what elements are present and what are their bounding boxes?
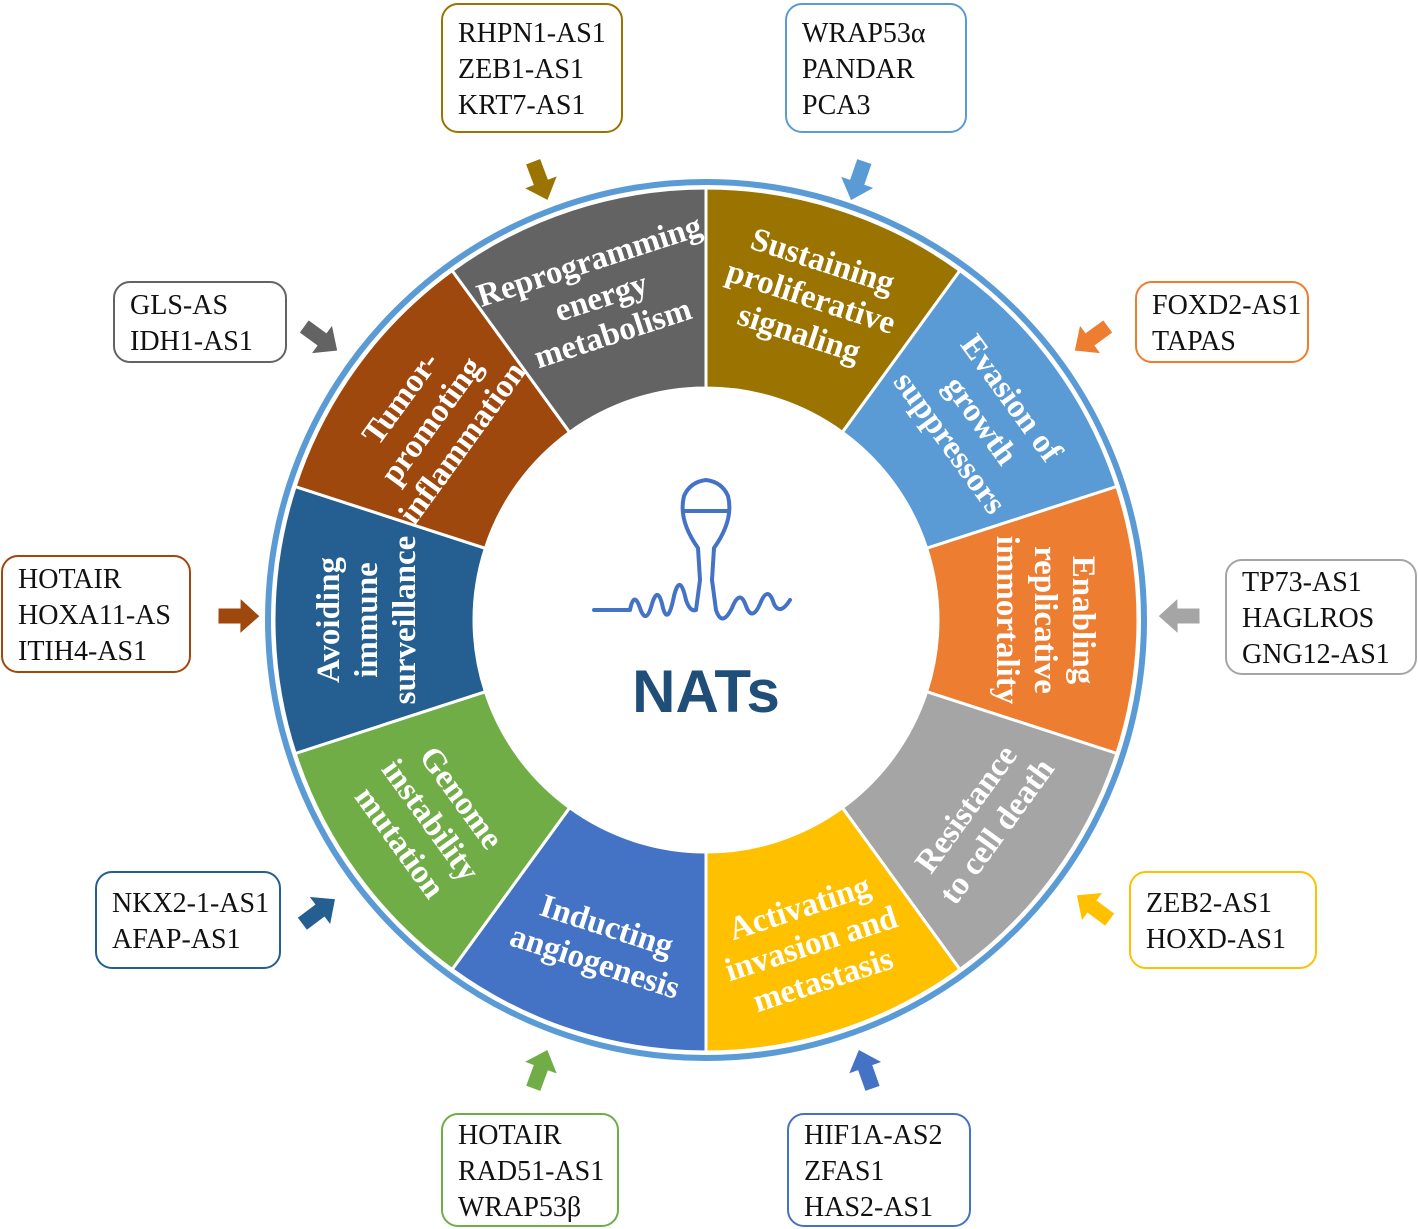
arrow-icon — [298, 319, 339, 355]
gene-name: HIF1A-AS2 — [804, 1120, 942, 1151]
gene-box-immortality — [1135, 281, 1309, 363]
arrow-icon — [296, 895, 337, 932]
rna-hairpin-icon — [592, 478, 792, 621]
gene-name: TAPAS — [1152, 326, 1236, 357]
gene-box-immune — [95, 871, 281, 969]
gene-name: ZEB2-AS1 — [1146, 888, 1272, 919]
gene-name: ZFAS1 — [804, 1156, 884, 1187]
segment-label-line: Avoiding — [311, 557, 347, 683]
gene-box-inflammation — [1, 555, 191, 673]
gene-name: WRAP53α — [802, 18, 926, 49]
arrow-icon — [839, 157, 876, 202]
gene-name: KRT7-AS1 — [458, 90, 585, 121]
outer-ring — [265, 179, 1147, 1061]
gene-name: HAGLROS — [1242, 603, 1374, 634]
gene-box-evasion — [785, 3, 967, 133]
arrow-icon — [217, 596, 261, 636]
gene-name: WRAP53β — [458, 1192, 581, 1223]
segment-label-line: surveillance — [387, 536, 423, 705]
gene-name: ZEB1-AS1 — [458, 54, 584, 85]
gene-name: NKX2-1-AS1 — [112, 888, 269, 919]
segment-label-line: immune — [349, 562, 385, 678]
arrow-icon — [847, 1048, 884, 1093]
arrow-icon — [1073, 319, 1114, 355]
gene-name: ITIH4-AS1 — [18, 636, 147, 667]
gene-box-resistance — [1225, 559, 1417, 675]
gene-name: IDH1-AS1 — [130, 326, 253, 357]
gene-box-sustaining — [441, 3, 623, 133]
gene-name: HOTAIR — [458, 1120, 562, 1151]
gene-name: GNG12-AS1 — [1242, 639, 1390, 670]
gene-name: HAS2-AS1 — [804, 1192, 933, 1223]
gene-name: RAD51-AS1 — [458, 1156, 604, 1187]
gene-name: HOTAIR — [18, 564, 122, 595]
gene-box-angiogenesis — [787, 1113, 971, 1227]
arrow-icon — [1157, 596, 1201, 636]
gene-name: PCA3 — [802, 90, 870, 121]
segment-label-line: replicative — [1027, 546, 1063, 694]
gene-box-genome — [441, 1113, 619, 1227]
segment-label-line: immortality — [989, 536, 1025, 705]
arrow-icon — [522, 157, 559, 202]
arrow-icon — [1075, 891, 1116, 928]
gene-name: HOXA11-AS — [18, 600, 171, 631]
gene-name: FOXD2-AS1 — [1152, 290, 1301, 321]
gene-name: PANDAR — [802, 54, 915, 85]
center-disc — [474, 388, 938, 852]
gene-name: HOXD-AS1 — [1146, 924, 1286, 955]
center-title: NATs — [632, 658, 780, 725]
gene-name: GLS-AS — [130, 290, 228, 321]
gene-name: RHPN1-AS1 — [458, 18, 606, 49]
gene-name: TP73-AS1 — [1242, 567, 1362, 598]
arrow-icon — [522, 1048, 559, 1093]
gene-name: AFAP-AS1 — [112, 924, 241, 955]
segment-label-line: Enabling — [1065, 556, 1101, 685]
gene-box-metabolism — [113, 281, 287, 363]
gene-box-invasion — [1129, 871, 1317, 969]
